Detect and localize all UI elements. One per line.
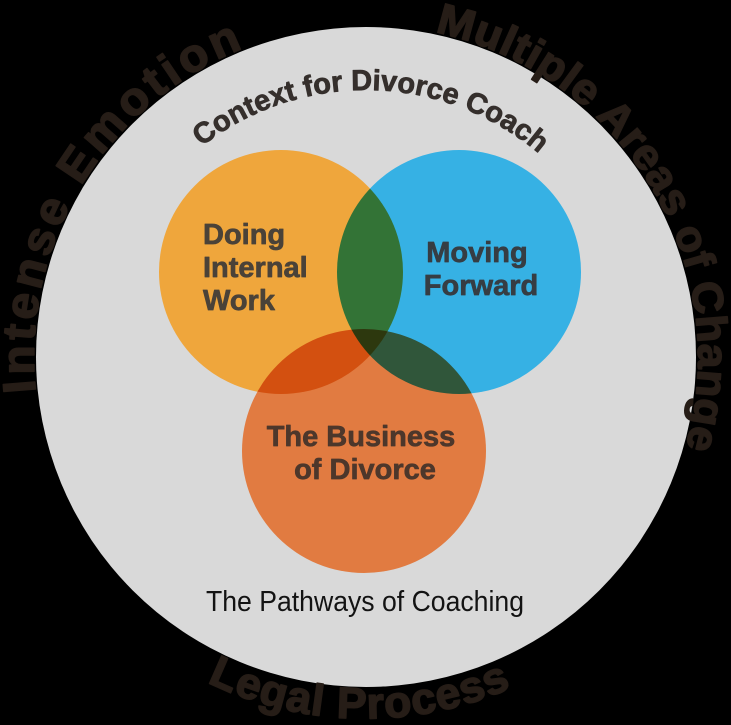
label-moving-line2: Forward	[424, 270, 538, 302]
label-doing-internal-work: Doing Internal Work	[203, 219, 316, 317]
label-doing-line1: Doing	[203, 219, 285, 251]
label-business-of-divorce: The Business of Divorce	[267, 421, 464, 486]
venn-diagram	[159, 150, 581, 573]
label-doing-line2: Internal	[203, 252, 308, 284]
pathways-caption: The Pathways of Coaching	[206, 586, 524, 618]
label-business-line2: of Divorce	[294, 454, 436, 486]
label-business-line1: The Business	[267, 421, 456, 453]
venn-circle-the-business-of-divorce	[242, 329, 486, 573]
venn-circle-moving-forward	[337, 150, 581, 394]
label-moving-forward: Moving Forward	[424, 237, 538, 302]
label-doing-line3: Work	[203, 285, 276, 317]
label-moving-line1: Moving	[426, 237, 528, 269]
